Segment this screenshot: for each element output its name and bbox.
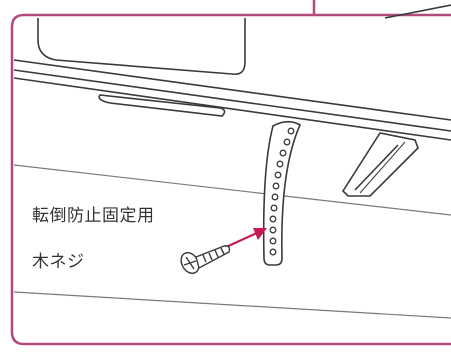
tv-body <box>13 4 451 141</box>
label-line1: 転倒防止固定用 <box>32 206 155 226</box>
tv-bottom-bar <box>98 94 226 117</box>
strap-holes <box>269 127 295 256</box>
tv-stand-leg-icon <box>341 132 419 197</box>
label-line2: 木ネジ <box>32 252 85 272</box>
screw-icon <box>180 245 231 275</box>
callout-frame <box>10 0 451 346</box>
strap-icon <box>262 120 302 266</box>
shelf-lines <box>13 164 451 319</box>
arrow-icon <box>223 228 267 250</box>
